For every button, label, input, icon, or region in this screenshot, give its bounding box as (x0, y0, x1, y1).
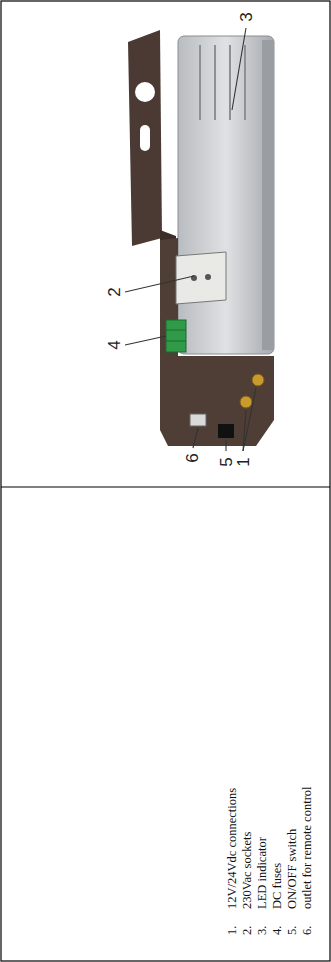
dc-connector (252, 374, 264, 386)
remote-outlet (190, 414, 206, 426)
part-name: LED indicator (255, 837, 269, 909)
callout-number: 6 (184, 453, 201, 462)
part-name: outlet for remote control (300, 786, 314, 909)
item-number: 4. (270, 909, 285, 935)
base-housing (160, 238, 274, 446)
callout-number: 4 (106, 340, 123, 349)
callout-number: 2 (106, 287, 123, 296)
fuse-block (166, 320, 186, 352)
dc-connector (240, 396, 252, 408)
list-item: 6.outlet for remote control (300, 695, 315, 935)
item-number: 5. (285, 909, 300, 935)
silver-housing (178, 36, 274, 354)
part-name: DC fuses (270, 863, 284, 909)
callout-number: 1 (235, 457, 252, 466)
part-name: ON/OFF switch (285, 829, 299, 909)
part-name: 230Vac sockets (240, 832, 254, 909)
list-item: 4.DC fuses (270, 695, 285, 935)
item-number: 6. (300, 909, 315, 935)
table-divider (1, 486, 330, 487)
legend-list: 1.12V/24Vdc connections2.230Vac sockets3… (225, 695, 315, 935)
leader-lines (125, 28, 256, 451)
list-item: 3.LED indicator (255, 695, 270, 935)
item-number: 3. (255, 909, 270, 935)
callout-number: 3 (238, 12, 255, 21)
list-item: 2.230Vac sockets (240, 695, 255, 935)
lid-flap (128, 30, 176, 262)
item-number: 1. (225, 909, 240, 935)
part-name: 12V/24Vdc connections (225, 788, 239, 909)
callout-number: 5 (218, 457, 235, 466)
list-item: 1.12V/24Vdc connections (225, 695, 240, 935)
list-item: 5.ON/OFF switch (285, 695, 300, 935)
on-off-switch (218, 424, 234, 438)
item-number: 2. (240, 909, 255, 935)
